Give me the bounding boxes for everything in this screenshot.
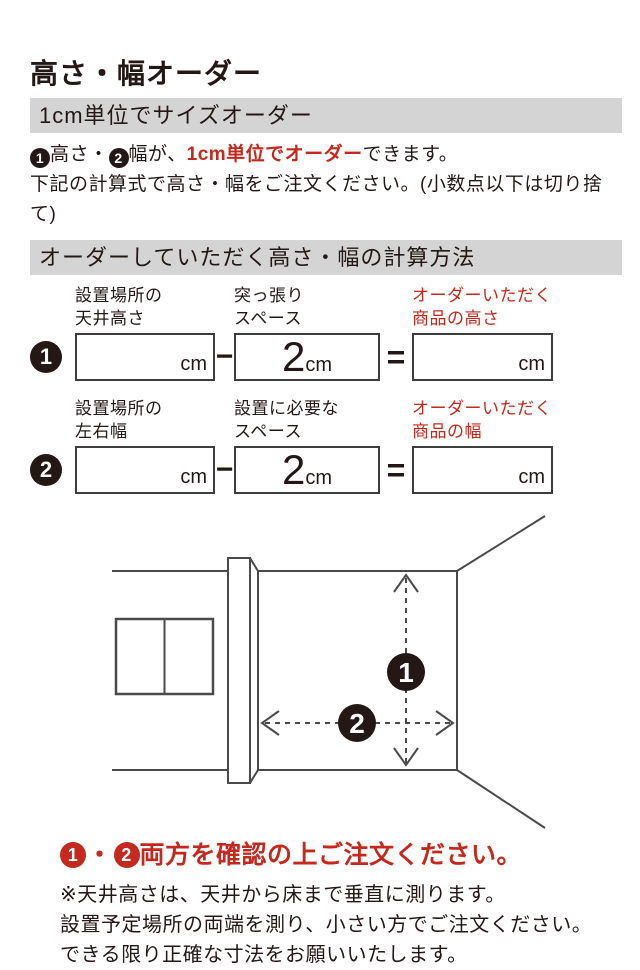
label-line2: 商品の高さ — [412, 309, 500, 328]
notes: ※天井高さは、天井から床まで垂直に測ります。 設置予定場所の両端を測り、小さい方… — [60, 880, 622, 970]
marker-2-circle — [338, 704, 376, 742]
label-line1: オーダーいただく — [412, 399, 552, 418]
arrowhead-left — [260, 710, 280, 736]
arrowhead-down — [393, 747, 419, 767]
term-order-height: オーダーいただく 商品の高さ cm — [412, 284, 553, 381]
unit-cm: cm — [180, 466, 207, 488]
intro-text-tail: できます。 — [362, 144, 459, 165]
term-ceiling-height: 設置場所の 天井高さ cm — [75, 284, 215, 381]
term-room-width: 設置場所の 左右幅 cm — [75, 397, 215, 494]
term-label: 設置に必要な スペース — [234, 397, 380, 443]
formula-1-badge: 1 — [30, 341, 62, 373]
note-line-2: 設置予定場所の両端を測り、小さい方でご注文ください。 — [60, 914, 593, 936]
result-box-width: cm — [412, 446, 553, 494]
label-line1: 突っ張り — [234, 286, 304, 305]
unit-cm: cm — [518, 353, 545, 375]
marker-1-circle — [387, 653, 425, 691]
label-line2: 商品の幅 — [412, 422, 482, 441]
label-line1: 設置に必要な — [234, 399, 339, 418]
room-diagram: 1 2 — [0, 508, 640, 833]
note-line-1: ※天井高さは、天井から床まで垂直に測ります。 — [60, 884, 506, 906]
deduction-value: 2cm — [236, 336, 378, 378]
term-order-width: オーダーいただく 商品の幅 cm — [412, 397, 553, 494]
minus-operator: − — [215, 340, 234, 373]
term-label-result: オーダーいただく 商品の幅 — [412, 397, 553, 443]
intro-line2: 下記の計算式で高さ・幅をご注文ください。(小数点以下は切り捨て) — [30, 174, 603, 225]
label-line1: オーダーいただく — [412, 286, 552, 305]
blank-box-ceiling-height: cm — [75, 333, 215, 381]
label-line1: 設置場所の — [75, 399, 163, 418]
page-title: 高さ・幅オーダー — [30, 58, 263, 89]
unit-cm: cm — [180, 353, 207, 375]
intro-text-height: 高さ・ — [50, 144, 109, 165]
term-tension-space: 突っ張り スペース 2cm — [234, 284, 380, 381]
section-bar-size-order: 1cm単位でサイズオーダー — [30, 98, 622, 133]
marker-1-number: 1 — [398, 657, 414, 688]
unit-cm: cm — [305, 467, 333, 489]
deduction-box-height: 2cm — [234, 333, 380, 381]
partition-pole — [227, 557, 251, 784]
blank-box-room-width: cm — [75, 446, 215, 494]
room-diagram-svg: 1 2 — [112, 515, 546, 829]
formula-height: 1 設置場所の 天井高さ cm − 突っ張り スペース 2cm = — [30, 284, 622, 381]
deduction-value: 2cm — [236, 449, 378, 491]
equals-operator: = — [386, 451, 406, 488]
label-line2: 天井高さ — [75, 309, 145, 328]
notice-separator: ・ — [87, 841, 113, 869]
pole-bevel-top — [249, 557, 259, 572]
unit-cm: cm — [305, 354, 333, 376]
circled-2-red-badge: 2 — [113, 842, 140, 868]
label-line2: スペース — [234, 309, 302, 328]
circled-2-badge: 2 — [108, 148, 129, 168]
floor-perspective-line — [456, 769, 546, 829]
circled-1-badge: 1 — [30, 148, 50, 168]
term-label-result: オーダーいただく 商品の高さ — [412, 284, 553, 330]
equals-operator: = — [386, 338, 406, 375]
arrowhead-right — [435, 710, 455, 736]
notice-text: 両方を確認の上ご注文ください。 — [139, 841, 523, 869]
label-line2: 左右幅 — [75, 422, 128, 441]
term-label: 設置場所の 天井高さ — [75, 284, 215, 330]
note-line-3: できる限り正確な寸法をお願いいたします。 — [60, 944, 468, 966]
label-line1: 設置場所の — [75, 286, 163, 305]
circled-1-red-badge: 1 — [60, 842, 86, 868]
intro-text-width: 幅が、 — [128, 144, 187, 165]
result-box-height: cm — [412, 333, 553, 381]
unit-cm: cm — [518, 466, 545, 488]
label-line2: スペース — [234, 422, 302, 441]
deduction-box-width: 2cm — [234, 446, 380, 494]
intro-highlight: 1cm単位でオーダー — [186, 144, 363, 165]
minus-operator: − — [215, 453, 234, 486]
term-label: 突っ張り スペース — [234, 284, 380, 330]
deduction-number: 2 — [281, 333, 306, 380]
deduction-number: 2 — [281, 446, 306, 493]
section-bar-calculation: オーダーしていただく高さ・幅の計算方法 — [30, 240, 622, 275]
term-label: 設置場所の 左右幅 — [75, 397, 215, 443]
ceiling-perspective-line — [456, 515, 546, 572]
pole-bevel-bottom — [249, 769, 259, 784]
formula-width: 2 設置場所の 左右幅 cm − 設置に必要な スペース 2cm = — [30, 397, 622, 494]
arrowhead-up — [393, 573, 419, 593]
term-install-space: 設置に必要な スペース 2cm — [234, 397, 380, 494]
marker-2-number: 2 — [349, 708, 365, 739]
formula-2-badge: 2 — [30, 454, 62, 486]
